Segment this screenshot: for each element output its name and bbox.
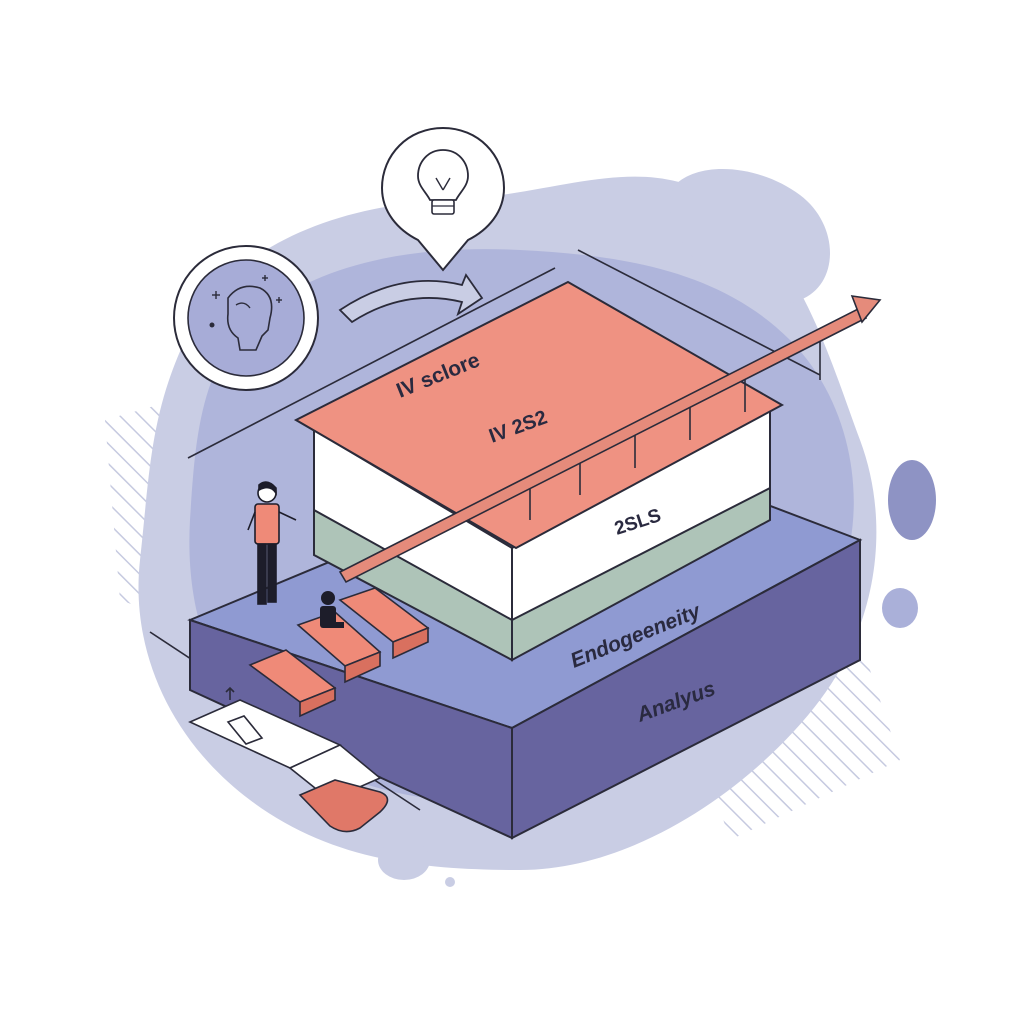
head-profile-icon: [173, 245, 319, 391]
steps: [248, 587, 430, 718]
guide-line-left: [187, 267, 556, 459]
lightbulb-icon: [380, 126, 506, 272]
dot-blob-3: [378, 840, 430, 880]
top-right-blob: [669, 168, 830, 305]
trend-arrow-icon: [338, 295, 882, 584]
dot-blob-1: [888, 460, 936, 540]
dot-blob-2: [882, 588, 918, 628]
top-layer-roof: [293, 280, 785, 550]
dot-blob-4: [445, 877, 455, 887]
document-icon: [188, 686, 389, 833]
curved-arrow-icon: [338, 273, 484, 324]
person-icon: [247, 481, 297, 605]
seated-person-icon: [320, 591, 344, 628]
base-right-face: [511, 538, 861, 840]
hatch-right: [690, 640, 900, 840]
